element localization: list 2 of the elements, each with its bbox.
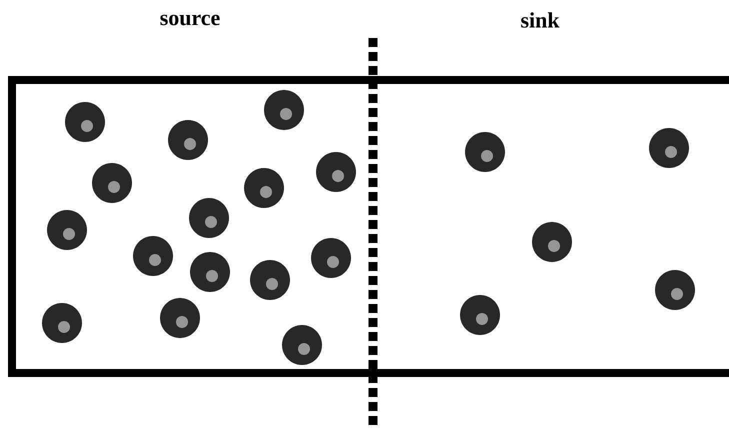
region-label: source — [160, 14, 220, 26]
region-label: sink — [521, 12, 560, 28]
